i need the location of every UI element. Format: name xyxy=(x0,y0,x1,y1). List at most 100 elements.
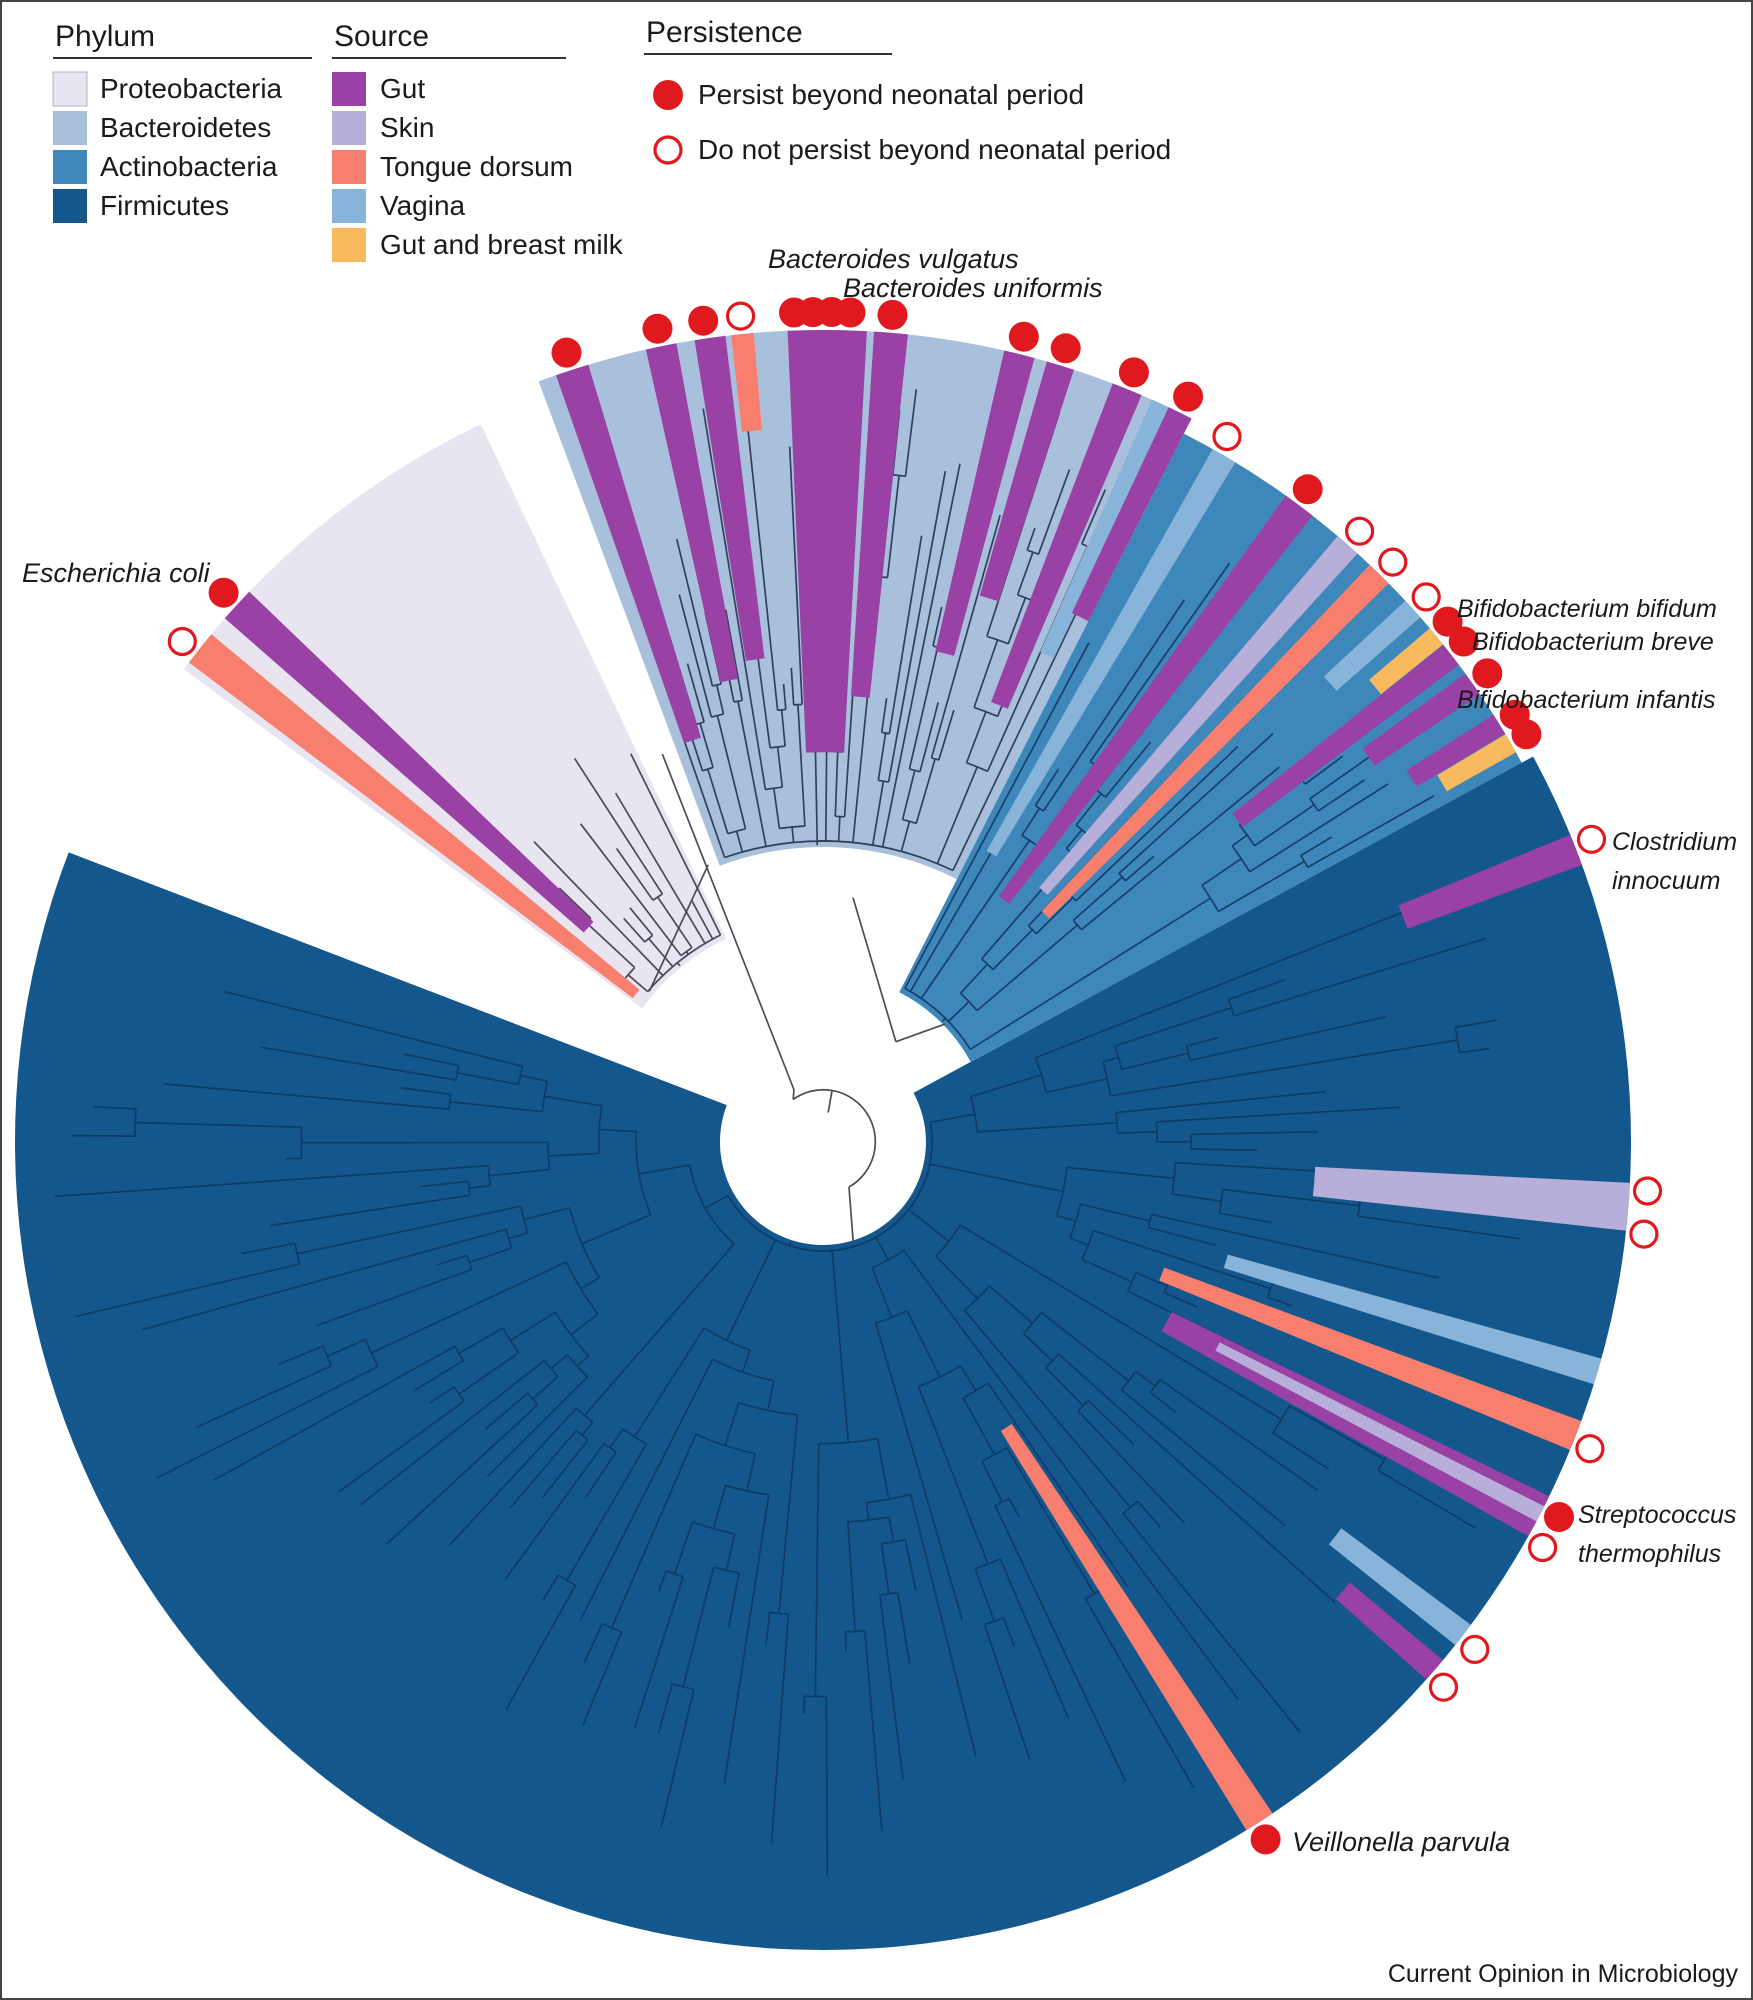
label-clostridium-innocuum-line2: innocuum xyxy=(1612,867,1720,895)
persist-dot-filled xyxy=(208,577,239,608)
persist-dot-filled xyxy=(1472,658,1503,689)
wedge-gut xyxy=(1232,644,1459,827)
legend-chip-vagina xyxy=(332,189,366,223)
legend-chip-tongue-dorsum xyxy=(332,150,366,184)
root-branch xyxy=(848,1186,854,1241)
wedge-tongue xyxy=(1159,1267,1582,1450)
legend-label-vagina: Vagina xyxy=(380,190,466,221)
legend-chip-gut-breast-milk xyxy=(332,228,366,262)
persist-dot-open xyxy=(1527,1532,1558,1563)
label-streptococcus-thermophilus-line2: thermophilus xyxy=(1578,1540,1721,1568)
persist-dot-open xyxy=(1411,582,1441,612)
label-bifidobacterium-breve: Bifidobacterium breve xyxy=(1472,628,1714,656)
persist-dot-open xyxy=(1428,1672,1459,1702)
label-bifidobacterium-bifidum: Bifidobacterium bifidum xyxy=(1457,595,1717,623)
sector-proteobacteria xyxy=(183,424,727,1009)
wedge-skin xyxy=(1312,1166,1630,1231)
persist-dot-filled xyxy=(551,337,582,368)
legend-phylum-header: Phylum xyxy=(55,20,155,53)
root-branch xyxy=(827,1090,833,1113)
legend-label-gut-breast-milk: Gut and breast milk xyxy=(380,229,624,260)
wedge-vagina xyxy=(1323,600,1421,691)
wedge-skin xyxy=(1215,1342,1545,1522)
persist-dot-filled xyxy=(1050,333,1081,364)
persist-dot-filled xyxy=(1173,381,1204,412)
root-branch xyxy=(852,897,897,1042)
legend-label-firmicutes: Firmicutes xyxy=(100,190,229,221)
persist-dot-open xyxy=(1378,547,1408,577)
persist-dot-filled xyxy=(1544,1502,1574,1532)
legend-label-gut: Gut xyxy=(380,73,425,104)
persist-dot-open xyxy=(1460,1634,1490,1665)
persist-dot-open xyxy=(1575,1434,1605,1464)
wedge-tongue xyxy=(188,634,640,999)
label-bacteroides-uniformis: Bacteroides uniformis xyxy=(843,273,1103,303)
persist-dot-open xyxy=(167,626,197,657)
legend-persistence-header: Persistence xyxy=(646,16,803,49)
persist-dot-filled xyxy=(1511,719,1542,750)
persist-dot-open xyxy=(1344,516,1375,546)
root-branch xyxy=(895,1023,946,1043)
persist-dot-filled xyxy=(1292,474,1323,505)
legend-label-bacteroidetes: Bacteroidetes xyxy=(100,112,271,143)
wedge-breast xyxy=(1437,734,1516,792)
legend-label-persist: Persist beyond neonatal period xyxy=(698,79,1084,110)
legend-chip-gut xyxy=(332,72,366,106)
persist-dot-filled xyxy=(835,297,866,328)
legend-label-tongue-dorsum: Tongue dorsum xyxy=(380,151,573,182)
wedge-gut xyxy=(1406,714,1506,787)
wedge-gut xyxy=(998,495,1313,904)
wedge-gut xyxy=(645,343,738,683)
legend-label-skin: Skin xyxy=(380,112,434,143)
root-branch xyxy=(792,1088,877,1188)
persistence-dots xyxy=(167,297,1663,1855)
persist-dot-filled xyxy=(688,305,719,336)
wedge-gut xyxy=(1335,1582,1443,1680)
wedge-vagina xyxy=(1040,399,1173,659)
legend-source: Source Gut Skin Tongue dorsum Vagina Gut… xyxy=(332,20,624,262)
legend-label-actinobacteria: Actinobacteria xyxy=(100,151,278,182)
journal-name: Current Opinion in Microbiology xyxy=(1388,1960,1739,1988)
legend-label-proteobacteria: Proteobacteria xyxy=(100,73,283,104)
label-escherichia-coli: Escherichia coli xyxy=(22,558,211,588)
persist-dot-open xyxy=(725,301,756,331)
wedge-gut xyxy=(787,330,867,753)
filled-red-circle-icon xyxy=(653,80,683,110)
label-clostridium-innocuum-line1: Clostridium xyxy=(1612,828,1737,856)
wedge-vagina xyxy=(1223,1254,1602,1385)
wedge-gut xyxy=(224,591,594,933)
legend-label-not-persist: Do not persist beyond neonatal period xyxy=(698,134,1171,165)
wedge-gut xyxy=(1362,673,1480,766)
root-branch xyxy=(792,1089,795,1100)
species-labels: Escherichia coli Bacteroides vulgatus Ba… xyxy=(22,244,1737,1857)
wedge-vagina xyxy=(986,449,1236,857)
legend-persistence: Persistence Persist beyond neonatal peri… xyxy=(644,16,1171,165)
legend-chip-proteobacteria xyxy=(52,71,88,107)
persist-dot-filled xyxy=(877,299,908,330)
source-wedges xyxy=(188,330,1630,1831)
wedge-gut xyxy=(935,350,1035,656)
sector-firmicutes xyxy=(15,756,1632,1951)
root-branch xyxy=(661,753,795,1090)
legend-chip-bacteroidetes xyxy=(53,111,87,145)
wedge-tongue xyxy=(1041,564,1389,919)
persist-dot-filled xyxy=(1118,357,1149,388)
wedge-gut xyxy=(991,383,1142,709)
open-red-circle-icon xyxy=(653,135,683,165)
wedge-gut xyxy=(694,335,765,661)
persist-dot-open xyxy=(1576,824,1607,854)
wedge-tongue xyxy=(731,333,762,432)
legend-phylum: Phylum Proteobacteria Bacteroidetes Acti… xyxy=(52,20,312,223)
label-veillonella-parvula: Veillonella parvula xyxy=(1292,1827,1510,1857)
legend-source-header: Source xyxy=(334,20,429,53)
wedge-tongue xyxy=(1000,1424,1273,1831)
wedge-gut xyxy=(1398,834,1582,929)
persist-dot-filled xyxy=(1448,626,1479,657)
persist-dot-open xyxy=(1632,1176,1663,1206)
label-bacteroides-vulgatus: Bacteroides vulgatus xyxy=(768,244,1019,274)
wedge-gut xyxy=(556,364,701,744)
legend-chip-firmicutes xyxy=(53,189,87,223)
legend-chip-skin xyxy=(332,111,366,145)
